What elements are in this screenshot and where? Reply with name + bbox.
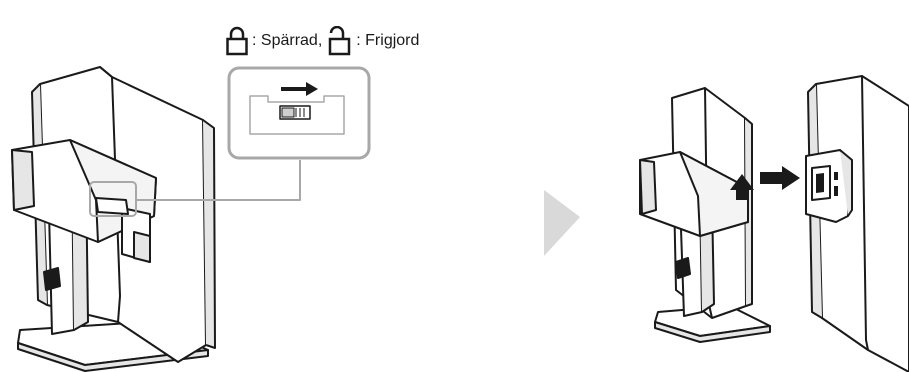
padlock-closed-icon [226, 26, 248, 56]
lift-up-arrow-icon [730, 174, 754, 200]
callout-leader-line [136, 160, 301, 201]
left-monitor [11, 66, 301, 372]
padlock-open-icon [329, 26, 351, 56]
lock-legend: : Spärrad, : Frigjord [226, 24, 425, 58]
right-stand [639, 87, 800, 343]
step-arrow-icon [544, 190, 580, 256]
unlocked-label: : Frigjord [356, 32, 420, 49]
lock-switch-callout [227, 66, 371, 160]
lock-slider [279, 105, 311, 120]
removed-display [805, 75, 909, 372]
unlock-direction-arrow-icon [281, 82, 318, 96]
left-lock-slot [95, 197, 129, 215]
pull-right-arrow-icon [760, 166, 800, 190]
locked-label: : Spärrad, [252, 32, 323, 49]
